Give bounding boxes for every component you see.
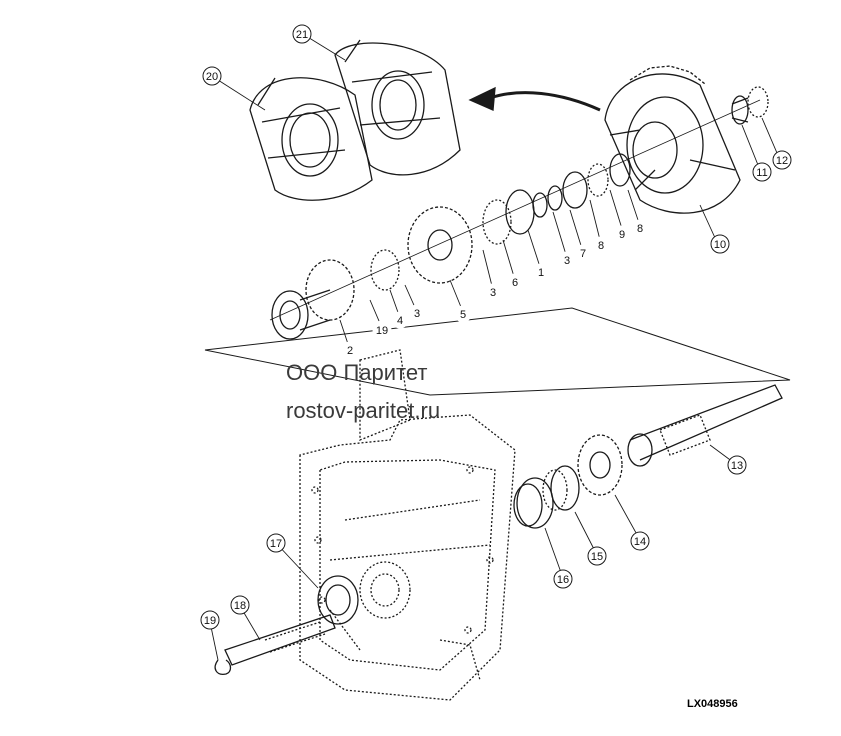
callout-labels: 20 21 10 11 12 8 9 8 7 3 1 6 3 5 3 4 19 … — [200, 24, 792, 630]
callout-6-text: 6 — [512, 277, 518, 289]
callout-9-text: 9 — [619, 229, 625, 241]
callout-19: 19 — [200, 610, 220, 630]
callout-10-text: 10 — [714, 239, 726, 251]
callout-13-text: 13 — [731, 460, 743, 472]
shaft-13 — [627, 384, 783, 467]
disk-14 — [577, 434, 623, 496]
callout-12: 12 — [772, 150, 792, 170]
direction-arrow — [489, 91, 601, 112]
callout-3a-text: 3 — [414, 308, 420, 320]
gear-2-assembly — [271, 249, 400, 340]
callout-7-text: 7 — [580, 248, 586, 260]
callout-3b: 3 — [484, 283, 502, 301]
callout-16-text: 16 — [557, 574, 569, 586]
callout-20: 19 — [372, 320, 392, 340]
bearing-cup-16 — [513, 477, 554, 529]
gear-5 — [407, 206, 473, 284]
callout-3c: 3 — [558, 251, 576, 269]
shield-22 — [334, 39, 461, 176]
callout-11-text: 11 — [756, 167, 767, 179]
callout-8b: 8 — [631, 219, 649, 237]
synchronizer-stack — [482, 153, 631, 245]
callout-8a: 8 — [592, 236, 610, 254]
figure-code: LX048956 — [687, 698, 738, 710]
callout-4-text: 4 — [397, 315, 403, 327]
shield-10-assembly — [604, 65, 741, 214]
callout-7: 7 — [574, 244, 592, 262]
callout-3b-text: 3 — [490, 287, 496, 299]
callout-2-text: 2 — [347, 345, 353, 357]
callout-4: 4 — [391, 311, 409, 329]
callout-22: 21 — [292, 24, 312, 44]
callout-10: 10 — [710, 234, 730, 254]
callout-1-text: 1 — [538, 267, 544, 279]
watermark-company: ООО Паритет — [286, 360, 427, 385]
callout-21-text: 20 — [206, 71, 218, 83]
callout-15: 15 — [587, 546, 607, 566]
callout-3a: 3 — [408, 304, 426, 322]
watermark-site: rostov-paritet.ru — [286, 398, 440, 423]
callout-15-text: 15 — [591, 551, 603, 563]
callout-9: 9 — [613, 225, 631, 243]
upper-shaft-axis — [269, 99, 761, 321]
callout-1: 1 — [532, 263, 550, 281]
callout-13: 13 — [727, 455, 747, 475]
callout-17: 17 — [266, 533, 286, 553]
callout-2: 2 — [341, 341, 359, 359]
shaft-18 — [224, 614, 336, 666]
callout-20-text: 19 — [376, 325, 388, 337]
callout-14: 14 — [630, 531, 650, 551]
callout-16: 16 — [553, 569, 573, 589]
bearing-15 — [542, 465, 580, 511]
gear-11 — [731, 95, 749, 125]
callout-3c-text: 3 — [564, 255, 570, 267]
callout-18-text: 18 — [234, 600, 246, 612]
callout-11: 11 — [752, 162, 772, 182]
gear-12 — [747, 86, 769, 118]
callout-8a-text: 8 — [598, 240, 604, 252]
arrow-head — [468, 86, 496, 111]
callout-19-text: 19 — [204, 615, 216, 627]
callout-22-text: 21 — [296, 29, 308, 41]
shield-21 — [249, 77, 373, 201]
callout-17-text: 17 — [270, 538, 282, 550]
callout-18: 18 — [230, 595, 250, 615]
callout-14-text: 14 — [634, 536, 646, 548]
callout-8b-text: 8 — [637, 223, 643, 235]
callout-12-text: 12 — [776, 155, 788, 167]
callout-6: 6 — [506, 273, 524, 291]
seal-17 — [317, 575, 359, 625]
callout-21: 20 — [202, 66, 222, 86]
callout-5-text: 5 — [460, 309, 466, 321]
reference-plane — [204, 307, 791, 396]
callout-5: 5 — [454, 305, 472, 323]
transmission-housing — [299, 349, 516, 701]
snap-ring-19 — [214, 659, 232, 675]
